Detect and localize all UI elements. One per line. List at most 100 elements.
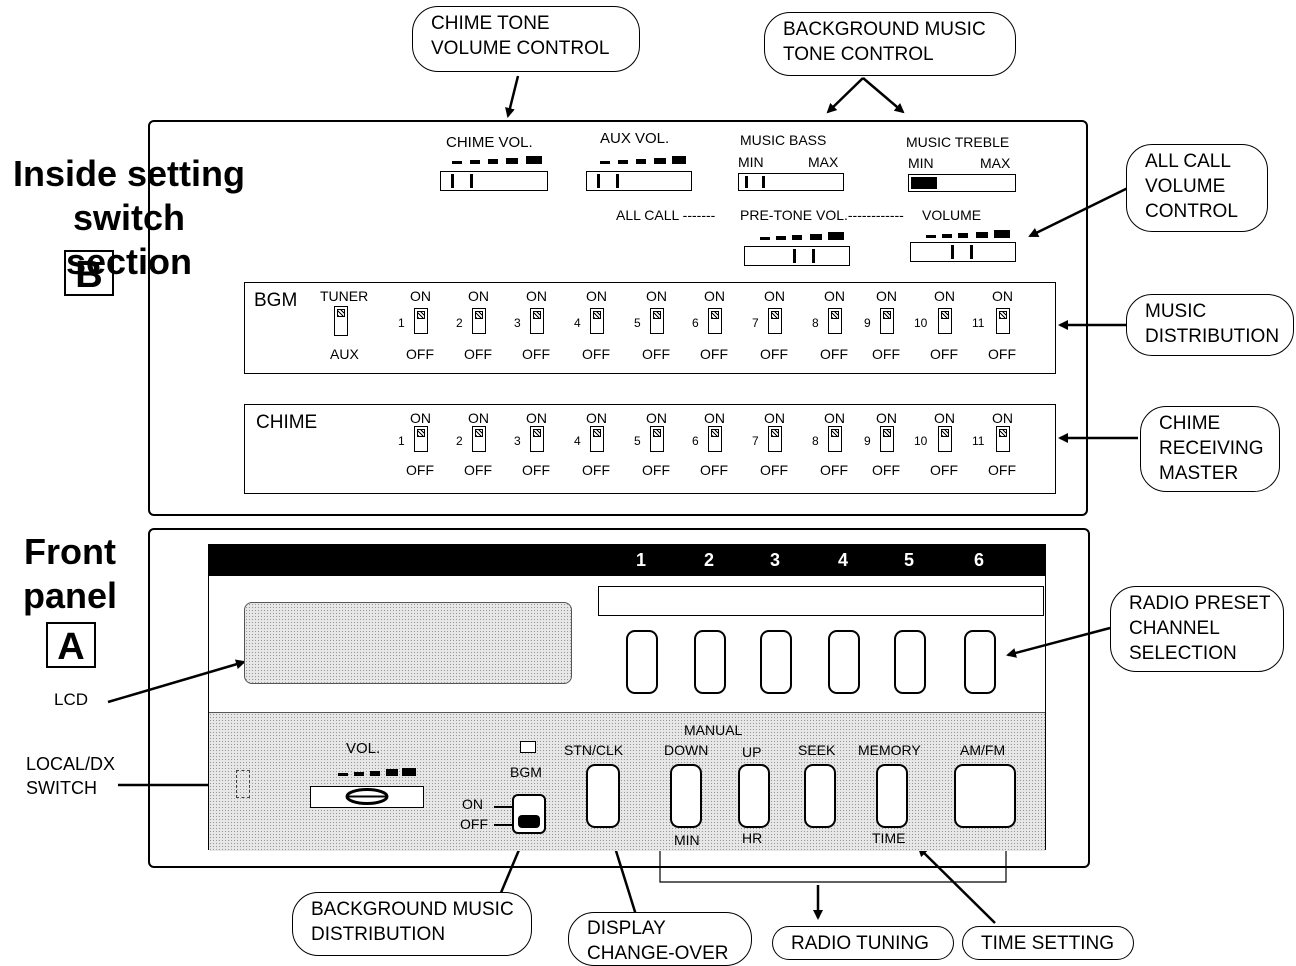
chime-channel-on-label: ON [934, 410, 955, 426]
off-tick [494, 824, 512, 826]
chime-channel-on-label: ON [468, 410, 489, 426]
chime-channel-switch[interactable] [828, 426, 842, 452]
chime-channel-channel-number: 1 [398, 434, 405, 448]
bgm-channel-off-label: OFF [522, 346, 550, 362]
chime-channel-channel-number: 2 [456, 434, 463, 448]
chime-channel-channel-number: 7 [752, 434, 759, 448]
memory-button[interactable] [876, 764, 908, 828]
bgm-channel-on-label: ON [646, 288, 667, 304]
label-manual: MANUAL [684, 722, 743, 738]
lcd-display [244, 602, 572, 684]
preset-window [598, 586, 1044, 616]
chime-channel-switch[interactable] [768, 426, 782, 452]
up-button[interactable] [738, 764, 770, 828]
chime-channel-off-label: OFF [820, 462, 848, 478]
label-chime: CHIME [256, 412, 318, 433]
label-hr: HR [742, 830, 763, 846]
bgm-indicator-led [520, 741, 536, 753]
bgm-channel-switch[interactable] [590, 308, 604, 334]
chime-channel-channel-number: 6 [692, 434, 699, 448]
bgm-channel-channel-number: 11 [972, 316, 985, 330]
label-front-bgm: BGM [510, 764, 542, 780]
chime-channel-switch[interactable] [880, 426, 894, 452]
bgm-channel-switch[interactable] [530, 308, 544, 334]
preset-button[interactable] [694, 630, 726, 694]
chime-channel-switch[interactable] [708, 426, 722, 452]
chime-channel-on-label: ON [992, 410, 1013, 426]
preset-number: 4 [838, 550, 849, 570]
label-treble-max: MAX [980, 155, 1011, 171]
chime-channel-off-label: OFF [988, 462, 1016, 478]
local-dx-switch[interactable] [236, 770, 250, 798]
chime-channel-switch[interactable] [650, 426, 664, 452]
tuner-aux-switch[interactable] [334, 306, 348, 336]
chime-channel-on-label: ON [646, 410, 667, 426]
label-local-dx-switch: LOCAL/DX SWITCH [26, 754, 116, 798]
bgm-channel-channel-number: 5 [634, 316, 641, 330]
bgm-channel-switch[interactable] [414, 308, 428, 334]
chime-channel-off-label: OFF [872, 462, 900, 478]
chime-channel-switch[interactable] [996, 426, 1010, 452]
bgm-channel-switch[interactable] [880, 308, 894, 334]
bgm-channel-switch[interactable] [996, 308, 1010, 334]
chime-channel-switch[interactable] [414, 426, 428, 452]
bgm-channel-switch[interactable] [708, 308, 722, 334]
bgm-channel-on-label: ON [410, 288, 431, 304]
all-call-volume-slider[interactable] [910, 242, 1016, 262]
seek-button[interactable] [804, 764, 836, 828]
chime-channel-channel-number: 4 [574, 434, 581, 448]
chime-vol-slider[interactable] [440, 171, 548, 191]
down-button[interactable] [670, 764, 702, 828]
preset-button[interactable] [828, 630, 860, 694]
callout-time-setting: TIME SETTING [962, 926, 1134, 960]
preset-button[interactable] [964, 630, 996, 694]
bgm-channel-on-label: ON [992, 288, 1013, 304]
bgm-channel-off-label: OFF [930, 346, 958, 362]
bgm-channel-channel-number: 9 [864, 316, 871, 330]
preset-button[interactable] [626, 630, 658, 694]
label-front-on: ON [462, 796, 483, 812]
label-lcd: LCD [54, 690, 89, 709]
bgm-channel-channel-number: 8 [812, 316, 819, 330]
chime-channel-off-label: OFF [522, 462, 550, 478]
label-time: TIME [872, 830, 906, 846]
chime-channel-on-label: ON [764, 410, 785, 426]
bgm-channel-on-label: ON [468, 288, 489, 304]
level-scale-chime [452, 156, 544, 164]
chime-channel-channel-number: 3 [514, 434, 521, 448]
bgm-channel-switch[interactable] [650, 308, 664, 334]
bgm-channel-off-label: OFF [406, 346, 434, 362]
stn-clk-button[interactable] [586, 764, 620, 828]
chime-channel-switch[interactable] [938, 426, 952, 452]
section-letter-a: A [46, 622, 96, 668]
preset-button[interactable] [760, 630, 792, 694]
bgm-channel-switch[interactable] [828, 308, 842, 334]
music-treble-slider[interactable] [908, 174, 1016, 192]
label-front-off: OFF [460, 816, 488, 832]
bgm-channel-switch[interactable] [768, 308, 782, 334]
preset-button[interactable] [894, 630, 926, 694]
music-bass-slider[interactable] [738, 173, 844, 191]
chime-channel-on-label: ON [526, 410, 547, 426]
pretone-vol-slider[interactable] [744, 246, 850, 266]
bgm-channel-on-label: ON [526, 288, 547, 304]
front-volume-slider[interactable] [310, 786, 424, 808]
callout-radio-tuning: RADIO TUNING [772, 926, 954, 960]
section-letter-b: B [64, 250, 114, 296]
bgm-channel-switch[interactable] [472, 308, 486, 334]
chime-channel-switch[interactable] [530, 426, 544, 452]
aux-vol-slider[interactable] [586, 171, 692, 191]
label-up: UP [742, 744, 762, 760]
bgm-channel-switch[interactable] [938, 308, 952, 334]
bgm-channel-channel-number: 1 [398, 316, 405, 330]
bgm-on-off-switch[interactable] [512, 794, 546, 834]
label-min: MIN [674, 832, 700, 848]
chime-channel-switch[interactable] [472, 426, 486, 452]
chime-channel-switch[interactable] [590, 426, 604, 452]
bgm-channel-off-label: OFF [700, 346, 728, 362]
label-music-treble: MUSIC TREBLE [906, 134, 1010, 150]
am-fm-button[interactable] [954, 764, 1016, 828]
